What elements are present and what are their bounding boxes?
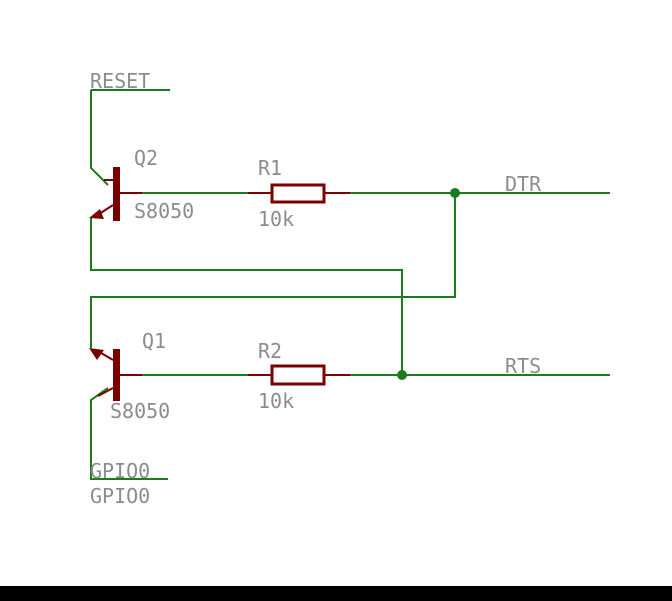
r1-value-label: 10k	[258, 207, 294, 231]
resistor-r1	[248, 183, 350, 204]
r2-value-label: 10k	[258, 389, 294, 413]
q1-collector-wire	[90, 387, 168, 480]
q2-value-label: S8050	[134, 199, 194, 223]
q1-collector-lead	[97, 387, 114, 397]
dtr-junction-dot	[450, 188, 460, 198]
r1-name-label: R1	[258, 156, 282, 180]
q2-base-bar	[113, 167, 120, 221]
rts-label: RTS	[505, 354, 541, 378]
q2-emitter-arrow-icon	[89, 209, 104, 219]
r2-name-label: R2	[258, 339, 282, 363]
q1-emitter-arrow-icon	[89, 348, 104, 360]
bottom-bar	[0, 586, 672, 601]
r1-body	[270, 183, 326, 204]
transistor-q2	[89, 167, 142, 221]
rts-junction-dot	[397, 370, 407, 380]
r2-body	[270, 364, 326, 386]
dtr-label: DTR	[505, 172, 542, 196]
q1-base-bar	[113, 349, 120, 401]
q1-value-label: S8050	[110, 399, 170, 423]
q1-name-label: Q1	[142, 329, 166, 353]
gpio0-pin-label: GPIO0	[90, 484, 150, 508]
resistor-r2	[248, 364, 350, 386]
q2-emitter-wire	[90, 218, 403, 375]
reset-label: RESET	[90, 69, 150, 93]
transistor-q1	[89, 348, 142, 401]
gpio0-net-label: GPIO0	[90, 459, 150, 483]
q2-name-label: Q2	[134, 146, 158, 170]
q1-emitter-wire	[90, 193, 456, 348]
q2-collector-wire	[90, 90, 109, 186]
